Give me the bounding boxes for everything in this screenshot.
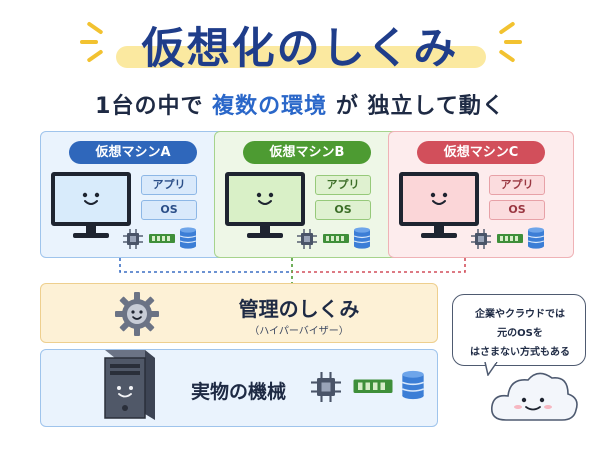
subtitle-part2: が 独立して動く	[335, 94, 505, 119]
subtitle: 1台の中で 複数の環境 が 独立して動く	[0, 88, 600, 120]
vm-card-b: 仮想マシンB アプリ OS	[214, 131, 400, 258]
cpu-icon	[311, 372, 341, 402]
smile-face-icon	[251, 190, 279, 208]
bubble-tail	[484, 362, 498, 376]
sparkle-icon	[504, 40, 522, 44]
gear-icon	[115, 292, 159, 336]
bubble-line-3: はさまない方式もある	[470, 347, 570, 358]
connector-a	[119, 258, 292, 273]
subtitle-part1: 1台の中で	[95, 94, 204, 119]
vm-label-c: 仮想マシンC	[417, 141, 545, 164]
monitor-stand	[260, 226, 270, 234]
management-layer: 管理のしくみ （ハイパーバイザー）	[40, 283, 438, 343]
physical-title: 実物の機械	[191, 381, 287, 403]
smile-face-icon	[77, 190, 105, 208]
database-icon	[527, 227, 545, 249]
database-icon	[402, 370, 424, 400]
server-tower-icon	[104, 350, 155, 420]
app-tag: アプリ	[141, 175, 197, 195]
os-tag: OS	[315, 200, 371, 220]
management-title: 管理のしくみ	[238, 297, 360, 321]
monitor-icon	[225, 172, 305, 226]
cpu-icon	[471, 229, 491, 249]
monitor-base	[73, 233, 109, 238]
subtitle-accent: 複数の環境	[212, 94, 328, 119]
app-tag: アプリ	[315, 175, 371, 195]
speech-bubble: 企業やクラウドでは 元のOSを はさまない方式もある	[452, 294, 586, 366]
ram-icon	[149, 234, 175, 243]
bubble-line-2: 元のOSを	[497, 328, 543, 339]
monitor-icon	[399, 172, 479, 226]
monitor-stand	[86, 226, 96, 234]
cloud-icon	[490, 372, 578, 421]
monitor-icon	[51, 172, 131, 226]
monitor-base	[421, 233, 457, 238]
app-tag: アプリ	[489, 175, 545, 195]
smile-face-icon	[425, 190, 453, 208]
monitor-stand	[434, 226, 444, 234]
os-tag: OS	[489, 200, 545, 220]
connector-c	[292, 258, 466, 273]
physical-layer: 実物の機械	[40, 349, 438, 427]
ram-icon	[323, 234, 349, 243]
cpu-icon	[297, 229, 317, 249]
bubble-line-1: 企業やクラウドでは	[475, 309, 565, 320]
management-subtitle: （ハイパーバイザー）	[249, 326, 349, 337]
vm-label-b: 仮想マシンB	[243, 141, 371, 164]
ram-icon	[497, 234, 523, 243]
vm-card-a: 仮想マシンA アプリ OS	[40, 131, 226, 258]
title-area: 仮想化のしくみ	[0, 6, 600, 76]
vm-card-c: 仮想マシンC アプリ OS	[388, 131, 574, 258]
database-icon	[179, 227, 197, 249]
sparkle-icon	[80, 40, 98, 44]
monitor-base	[247, 233, 283, 238]
database-icon	[353, 227, 371, 249]
page-title: 仮想化のしくみ	[141, 24, 459, 74]
title-highlight	[116, 46, 486, 68]
cpu-icon	[123, 229, 143, 249]
ram-icon	[353, 379, 393, 393]
os-tag: OS	[141, 200, 197, 220]
vm-label-a: 仮想マシンA	[69, 141, 197, 164]
